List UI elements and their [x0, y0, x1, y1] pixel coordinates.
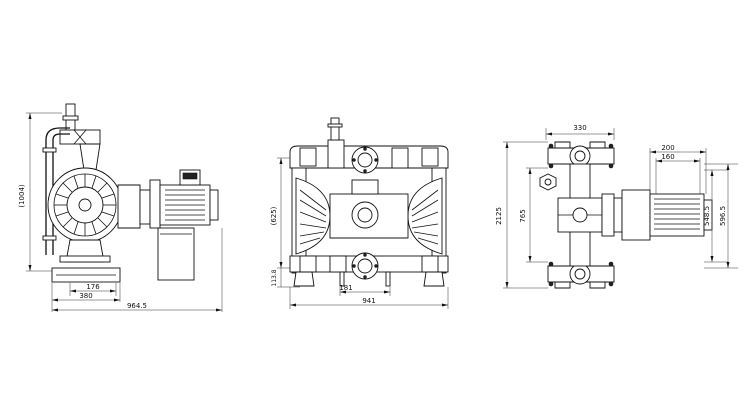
- front-height-label: (625): [270, 206, 278, 225]
- top-motor-width-label: 200: [661, 144, 674, 152]
- side-total-width-label: 964.5: [127, 302, 147, 310]
- top-view: 330 2125 765: [495, 124, 738, 289]
- side-base-outer-label: 380: [79, 292, 92, 300]
- side-base-inner-label: 176: [86, 283, 100, 291]
- top-motor-height-a-label: 548.5: [703, 206, 711, 226]
- top-motor-inner-label: 160: [661, 153, 674, 161]
- top-inner-height-label: 765: [519, 209, 527, 222]
- front-view: (625) 113.8: [270, 117, 449, 309]
- front-foot-height-label: 113.8: [271, 269, 278, 286]
- side-view: (1004): [18, 103, 223, 312]
- top-overall-height-label: 2125: [495, 207, 503, 225]
- front-total-width-label: 941: [362, 297, 375, 305]
- side-height-label: (1004): [18, 184, 26, 208]
- top-motor-height-b-label: 596.5: [719, 206, 727, 226]
- top-width-label: 330: [573, 124, 586, 132]
- front-center-span-label: 181: [339, 284, 352, 292]
